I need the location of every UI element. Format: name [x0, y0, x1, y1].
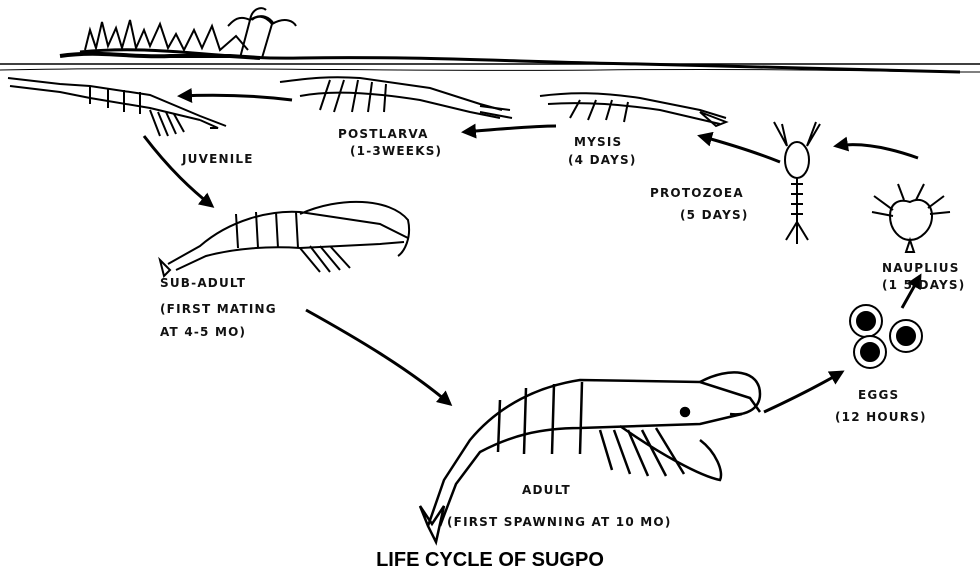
adult-label: ADULT [522, 484, 571, 496]
cycle-arrows [144, 95, 920, 412]
subadult-note-line1: (FIRST MATING [160, 303, 277, 315]
nauplius-label: NAUPLIUS [882, 262, 960, 274]
arrow-mysis-to-postlarva [464, 126, 556, 132]
arrow-postlarva-to-juvenile [180, 95, 292, 100]
nauplius-duration: (1 5 DAYS) [882, 279, 965, 291]
shoreline-scene [0, 8, 980, 72]
protozoea-duration: (5 DAYS) [680, 209, 749, 221]
mysis-duration: (4 DAYS) [568, 154, 637, 166]
arrow-nauplius-to-protozoea [836, 145, 918, 158]
arrow-subadult-to-adult [306, 310, 450, 404]
arrow-protozoea-to-mysis [700, 136, 780, 162]
postlarva-illustration [280, 77, 512, 118]
juvenile-label: JUVENILE [182, 153, 254, 165]
subadult-illustration [160, 202, 409, 276]
juvenile-illustration [8, 78, 226, 136]
protozoea-illustration [774, 122, 820, 244]
eggs-label: EGGS [858, 389, 899, 401]
diagram-title: LIFE CYCLE OF SUGPO [0, 550, 980, 570]
mysis-illustration [540, 93, 726, 126]
adult-duration: (FIRST SPAWNING AT 10 MO) [447, 516, 672, 528]
postlarva-label: POSTLARVA [338, 128, 429, 140]
eggs-duration: (12 HOURS) [835, 411, 927, 423]
arrow-juvenile-to-subadult [144, 136, 212, 206]
mysis-label: MYSIS [574, 136, 622, 148]
protozoea-label: PROTOZOEA [650, 187, 744, 199]
postlarva-duration: (1-3WEEKS) [350, 145, 442, 157]
eggs-illustration [850, 305, 922, 368]
arrow-adult-to-eggs [764, 372, 842, 412]
nauplius-illustration [872, 184, 950, 252]
subadult-label: SUB-ADULT [160, 277, 246, 289]
subadult-note-line2: AT 4-5 MO) [160, 326, 246, 338]
